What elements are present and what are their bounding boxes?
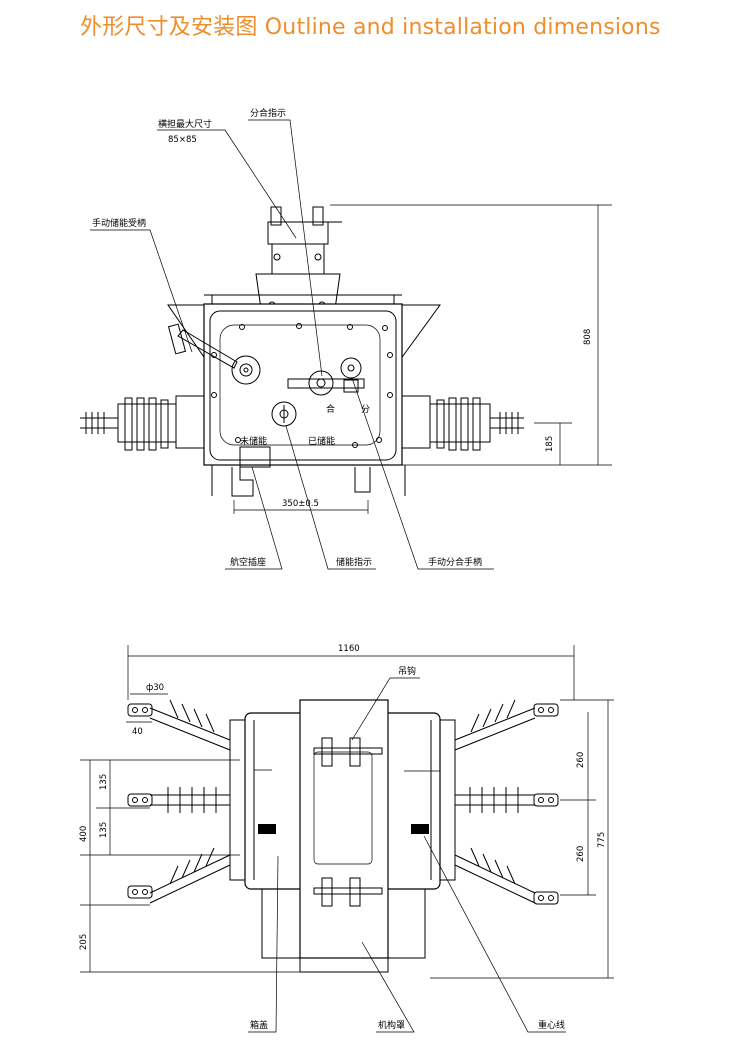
open-mark: 分 xyxy=(361,404,370,415)
right-terminals xyxy=(533,703,559,905)
right-flange xyxy=(401,395,431,449)
right-total-dim: 775 xyxy=(597,832,607,848)
hole-diameter-dim: ф30 xyxy=(146,683,164,693)
center-of-gravity-marker-right xyxy=(411,824,429,834)
page-title: 外形尺寸及安装图 Outline and installation dimens… xyxy=(80,15,661,40)
left-flange xyxy=(175,395,205,449)
left-bottom-dim: 205 xyxy=(79,934,89,950)
open-close-indicator-label: 分合指示 xyxy=(250,107,286,119)
hole-offset-dim: 40 xyxy=(132,727,143,737)
base-height-dim: 185 xyxy=(545,436,555,452)
lifting-hook-label: 吊钩 xyxy=(398,665,416,677)
aviation-socket-icon xyxy=(239,446,271,468)
mounting-feet xyxy=(211,465,406,497)
manual-charge-handle-label: 手动储能受柄 xyxy=(92,217,146,229)
mechanism-cover-label: 机构罩 xyxy=(378,1019,405,1031)
box-cover-label: 箱盖 xyxy=(250,1019,268,1031)
bottom-view: 1160 xyxy=(79,644,614,1033)
overall-width-dim: 1160 xyxy=(338,644,360,654)
left-bushings xyxy=(149,699,246,904)
right-bushings xyxy=(439,699,536,904)
close-mark: 合 xyxy=(326,403,335,415)
crossarm-max-label: 横担最大尺寸 xyxy=(158,118,212,130)
crossarm-size-label: 85×85 xyxy=(168,135,197,145)
center-of-gravity-marker-left xyxy=(258,824,276,834)
switch-body-front xyxy=(203,294,403,466)
top-view: 合 分 未储能 已储能 xyxy=(80,107,612,570)
left-total-dim: 400 xyxy=(79,826,89,842)
left-spacing-1-dim: 135 xyxy=(99,774,109,790)
right-wing xyxy=(399,304,441,362)
mount-width-dim: 350±0.5 xyxy=(282,499,319,509)
lifting-hook-icon xyxy=(313,737,383,907)
left-spacing-2-dim: 135 xyxy=(99,822,109,838)
charge-handle-icon xyxy=(167,323,261,385)
switch-body-top xyxy=(244,699,441,973)
manual-open-close-handle-label: 手动分合手柄 xyxy=(428,556,482,568)
charge-indicator-icon xyxy=(271,401,297,427)
aviation-socket-label: 航空插座 xyxy=(230,556,266,568)
open-close-indicator-icon xyxy=(287,357,365,396)
crossarm-bracket xyxy=(255,206,342,317)
right-insulator xyxy=(430,397,524,451)
charged-label: 已储能 xyxy=(308,435,335,447)
center-of-gravity-label: 重心线 xyxy=(538,1019,565,1031)
right-spacing-2-dim: 260 xyxy=(576,846,586,862)
charge-indicator-label: 储能指示 xyxy=(336,556,372,568)
left-insulator xyxy=(80,397,176,451)
right-spacing-1-dim: 260 xyxy=(576,752,586,768)
not-charged-label: 未储能 xyxy=(240,435,267,447)
height-dim: 808 xyxy=(583,329,593,345)
left-terminals xyxy=(127,703,153,899)
